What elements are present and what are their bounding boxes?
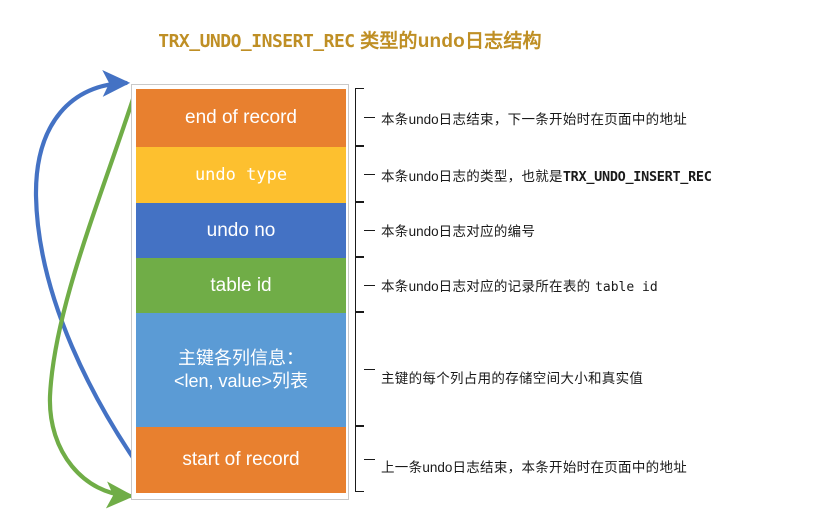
bracket-nub-start-of-record <box>364 459 375 460</box>
annotation-table-id-code: undo <box>408 279 439 294</box>
segment-label-primary-key-line2: <len, value>列表 <box>173 371 309 391</box>
annotation-primary-key-cols-suffix: 主键的每个列占用的存储空间大小和真实值 <box>381 371 644 387</box>
segment-undo-type[interactable]: undo type <box>136 147 346 203</box>
annotation-start-of-record: 上一条undo日志结束，本条开始时在页面中的地址 <box>381 456 687 476</box>
bracket-nub-primary-key-cols <box>364 369 375 370</box>
undo-record-stack: end of record undo type undo no table id… <box>131 84 349 500</box>
bracket-end-of-record <box>355 88 375 146</box>
segment-table-id[interactable]: table id <box>136 258 346 313</box>
annotation-table-id-suffix: 日志对应的记录所在表的 <box>438 279 596 295</box>
bracket-undo-type <box>355 146 375 202</box>
annotation-start-of-record-suffix: 日志结束，本条开始时在页面中的地址 <box>452 460 688 476</box>
annotation-end-of-record: 本条undo日志结束，下一条开始时在页面中的地址 <box>381 108 687 128</box>
bracket-nub-undo-type <box>364 174 375 175</box>
page-title: TRX_UNDO_INSERT_REC 类型的undo日志结构 <box>0 26 700 53</box>
segment-label-end-of-record: end of record <box>185 107 297 129</box>
annotation-undo-type-suffix: 日志的类型，也就是 <box>438 169 563 185</box>
annotation-end-of-record-code: undo <box>408 112 439 127</box>
annotation-undo-no: 本条undo日志对应的编号 <box>381 220 535 240</box>
bracket-nub-undo-no <box>364 229 375 231</box>
segment-undo-no[interactable]: undo no <box>136 203 346 258</box>
segment-label-start-of-record: start of record <box>182 449 300 471</box>
annotation-end-of-record-prefix: 本条 <box>381 112 409 128</box>
annotation-undo-no-prefix: 本条 <box>381 224 409 240</box>
segment-label-undo-no: undo no <box>206 219 276 241</box>
bracket-nub-table-id <box>364 284 375 286</box>
page-title-code: TRX_UNDO_INSERT_REC <box>158 31 355 52</box>
segment-label-primary-key-line1: 主键各列信息： <box>178 347 304 368</box>
bracket-start-of-record <box>355 426 375 492</box>
annotation-undo-type-code: undo <box>408 169 439 184</box>
segment-primary-key-cols[interactable]: 主键各列信息： <len, value>列表 <box>136 313 346 427</box>
annotation-primary-key-cols: 主键的每个列占用的存储空间大小和真实值 <box>381 367 643 387</box>
bracket-nub-end-of-record <box>364 117 375 118</box>
annotation-end-of-record-suffix: 日志结束，下一条开始时在页面中的地址 <box>438 112 688 128</box>
annotation-undo-no-code: undo <box>408 224 439 239</box>
bracket-undo-no <box>355 202 375 257</box>
annotation-table-id: 本条undo日志对应的记录所在表的 table id <box>381 275 658 295</box>
annotation-table-id-prefix: 本条 <box>381 279 409 295</box>
annotation-undo-no-suffix: 日志对应的编号 <box>438 224 536 240</box>
annotation-table-id-tail: table id <box>595 280 658 295</box>
segment-end-of-record[interactable]: end of record <box>136 89 346 147</box>
page-title-rest: 类型的undo日志结构 <box>354 31 542 52</box>
annotation-start-of-record-prefix: 上一条 <box>381 460 423 476</box>
arrow-end-to-start-green <box>47 93 137 509</box>
annotation-undo-type-tail: TRX_UNDO_INSERT_REC <box>562 169 712 185</box>
bracket-table-id <box>355 257 375 312</box>
bracket-primary-key-cols <box>355 312 375 426</box>
segment-label-table-id: table id <box>210 274 272 296</box>
annotation-undo-type-prefix: 本条 <box>381 169 409 185</box>
segment-start-of-record[interactable]: start of record <box>136 427 346 493</box>
annotation-undo-type: 本条undo日志的类型，也就是TRX_UNDO_INSERT_REC <box>381 165 712 185</box>
segment-label-undo-type: undo type <box>194 164 288 185</box>
arrow-start-to-end-blue <box>33 70 141 468</box>
annotation-start-of-record-code: undo <box>422 460 453 475</box>
